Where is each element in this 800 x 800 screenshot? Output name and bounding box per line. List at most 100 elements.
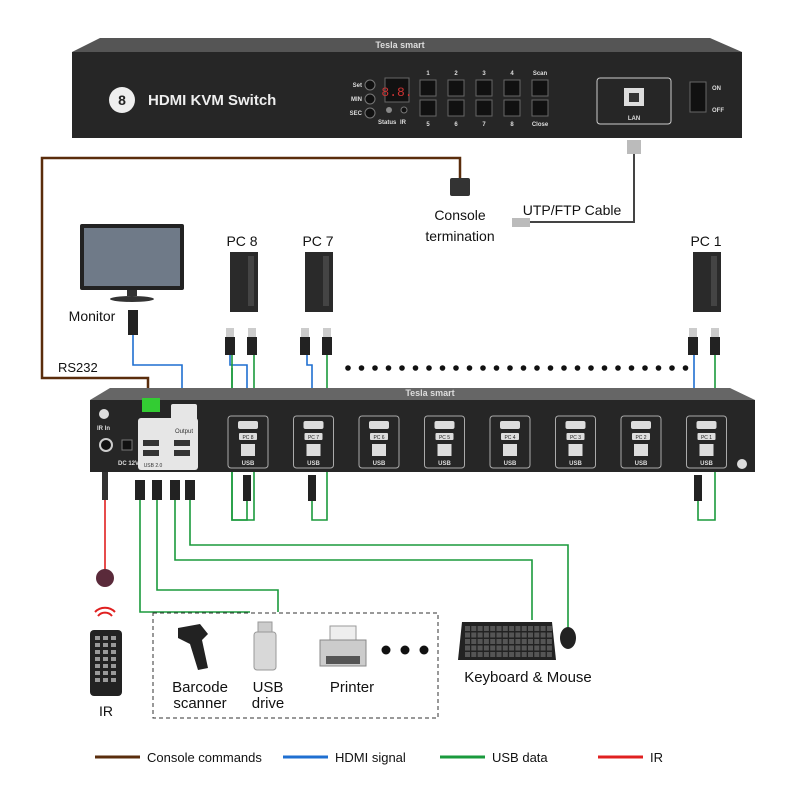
usb-label: USB <box>504 461 517 467</box>
port-label: PC 8 <box>242 435 253 441</box>
pc7-label: PC 7 <box>302 233 333 249</box>
button-label: 7 <box>482 122 486 128</box>
button-close[interactable] <box>531 99 549 117</box>
usb20-label: USB 2.0 <box>144 463 163 469</box>
legend-item: Console commands <box>95 750 262 765</box>
pc-8-tower <box>230 252 258 312</box>
pc-1-tower <box>693 252 721 312</box>
utp-cable <box>528 140 635 223</box>
legend-item: USB data <box>440 750 548 765</box>
rj45-plug <box>627 140 641 154</box>
console-label: Console <box>434 207 486 223</box>
button-6[interactable] <box>447 99 465 117</box>
utp-label: UTP/FTP Cable <box>523 202 622 218</box>
port-label: PC 7 <box>308 435 319 441</box>
button-label: 2 <box>454 71 458 77</box>
pc8-label: PC 8 <box>226 233 257 249</box>
barcode-label: Barcode <box>172 679 228 696</box>
button-8[interactable] <box>503 99 521 117</box>
console-cable <box>40 156 462 398</box>
lan-label: LAN <box>628 116 640 122</box>
port-pc2: PC 2 USB <box>620 415 662 469</box>
pc-7-tower <box>305 252 333 312</box>
cable-plug <box>688 337 698 355</box>
legend-label: Console commands <box>147 750 262 765</box>
usb-drive-label: USB <box>253 679 284 696</box>
keyboard-icon <box>458 622 556 660</box>
button-label: MIN <box>351 97 362 103</box>
console-label-2: termination <box>425 228 494 244</box>
rear-kvm-switch: Tesla smart IR In DC 12V Output USB 2.0 … <box>90 388 755 472</box>
logo-badge: 8 <box>118 92 126 108</box>
usb-drive-icon <box>253 621 277 671</box>
console-connector <box>450 178 470 196</box>
legend-label: HDMI signal <box>335 750 406 765</box>
button-label: 3 <box>482 71 486 77</box>
rs232-label: RS232 <box>58 360 98 375</box>
port-pc1: PC 1 USB <box>686 415 727 469</box>
usb-label: USB <box>569 461 582 467</box>
button-2[interactable] <box>447 79 465 97</box>
usb-label: USB <box>635 461 648 467</box>
brand-label: Tesla smart <box>375 40 424 50</box>
printer-label: Printer <box>330 679 374 696</box>
button-1[interactable] <box>419 79 437 97</box>
button-5[interactable] <box>419 99 437 117</box>
port-label: PC 6 <box>373 435 384 441</box>
port-pc7: PC 7 USB <box>293 415 334 469</box>
button-label: 4 <box>510 71 514 77</box>
ir-receiver <box>96 569 114 587</box>
power-off-label: OFF <box>712 108 724 114</box>
usb-label: USB <box>700 461 713 467</box>
button-label: 8 <box>510 122 514 128</box>
usb-label: USB <box>438 461 451 467</box>
button-label: 1 <box>426 71 430 77</box>
button-sec[interactable] <box>364 107 376 119</box>
output-label: Output <box>175 429 193 435</box>
cable-plug <box>710 337 720 355</box>
port-pc3: PC 3 USB <box>555 415 596 469</box>
hdmi-monitor-cable <box>132 335 183 390</box>
dc-label: DC 12V <box>118 461 139 467</box>
port-label: PC 4 <box>504 435 515 441</box>
button-label: Scan <box>533 71 548 77</box>
pc1-label: PC 1 <box>690 233 721 249</box>
legend-label: USB data <box>492 750 548 765</box>
button-7[interactable] <box>475 99 493 117</box>
button-min[interactable] <box>364 93 376 105</box>
keyboard-mouse-label: Keyboard & Mouse <box>464 669 592 686</box>
button-4[interactable] <box>503 79 521 97</box>
button-label: Close <box>532 122 549 128</box>
status-led-label: Status <box>378 120 397 126</box>
rj45-plug-2 <box>512 218 530 227</box>
barcode-label-2: scanner <box>173 695 226 712</box>
printer-icon <box>319 625 367 667</box>
usb-devices-group <box>152 612 439 719</box>
usb-drive-label-2: drive <box>252 695 285 712</box>
power-switch[interactable] <box>689 81 707 113</box>
button-scan[interactable] <box>531 79 549 97</box>
device-title: HDMI KVM Switch <box>148 92 276 109</box>
usb-label: USB <box>242 461 255 467</box>
mouse-icon <box>560 627 576 649</box>
usb-label: USB <box>373 461 386 467</box>
cable-plug <box>225 337 235 355</box>
cable-plug <box>247 337 257 355</box>
port-pc6: PC 6 USB <box>358 415 400 469</box>
ir-in-label: IR In <box>97 426 110 432</box>
usb-label: USB <box>307 461 320 467</box>
legend-item: IR <box>598 750 663 765</box>
port-label: PC 3 <box>570 435 581 441</box>
legend: Console commands HDMI signal USB data IR <box>95 750 663 765</box>
port-label: PC 1 <box>701 435 712 441</box>
button-label: 5 <box>426 122 430 128</box>
ir-signal-icon <box>94 606 116 617</box>
button-label: SEC <box>350 111 363 117</box>
button-set[interactable] <box>364 79 376 91</box>
port-label: PC 2 <box>635 435 646 441</box>
cable-plug <box>300 337 310 355</box>
cable-plug <box>322 337 332 355</box>
button-3[interactable] <box>475 79 493 97</box>
